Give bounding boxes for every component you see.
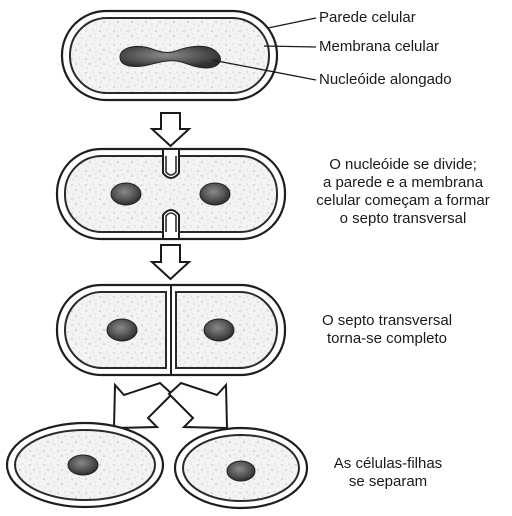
step-4-caption: As células-filhas se separam: [318, 455, 458, 491]
arrow-down-icon: [152, 113, 189, 146]
daughter-cell-right: [175, 428, 307, 508]
cell-wall-label: Parede celular: [319, 9, 416, 27]
caption-line: se separam: [318, 473, 458, 491]
nucleoid: [68, 455, 98, 475]
caption-line: o septo transversal: [296, 210, 510, 228]
caption-line: celular começam a formar: [296, 192, 510, 210]
daughter-cell-left: [7, 423, 163, 507]
caption-line: a parede e a membrana: [296, 174, 510, 192]
caption-line: torna-se completo: [302, 330, 472, 348]
stage-3-cell: [57, 285, 285, 375]
cell-wall-leader: [268, 18, 316, 28]
caption-line: O septo transversal: [302, 312, 472, 330]
step-3-caption: O septo transversal torna-se completo: [302, 312, 472, 348]
caption-line: As células-filhas: [318, 455, 458, 473]
cell-membrane-label: Membrana celular: [319, 38, 439, 56]
arrow-down-left-icon: [114, 383, 172, 428]
nucleoid-right: [204, 319, 234, 341]
nucleoid-label: Nucleóide alongado: [319, 71, 452, 89]
stage-2-cell: [57, 149, 285, 239]
arrow-down-icon: [152, 245, 189, 279]
step-2-caption: O nucleóide se divide; a parede e a memb…: [296, 156, 510, 228]
caption-line: O nucleóide se divide;: [296, 156, 510, 174]
arrow-down-right-icon: [169, 383, 227, 428]
nucleoid-left: [111, 183, 141, 205]
nucleoid-right: [200, 183, 230, 205]
nucleoid-left: [107, 319, 137, 341]
nucleoid: [227, 461, 255, 481]
stage-1-cell: [62, 11, 277, 100]
